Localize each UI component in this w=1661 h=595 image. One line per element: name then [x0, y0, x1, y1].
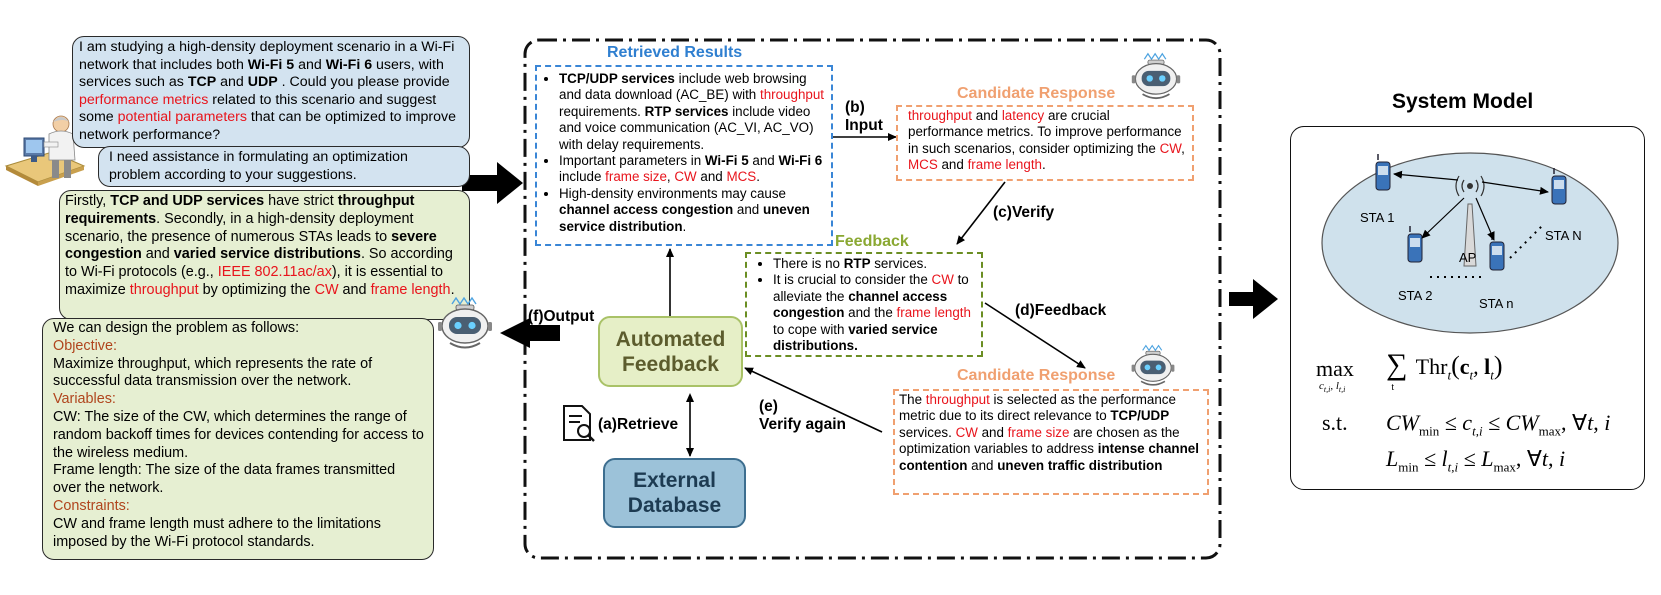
constraints-text: CW and frame length must adhere to the l…: [53, 515, 381, 550]
system-model-title: System Model: [1392, 90, 1534, 113]
user-prompt-text: I am studying a high-density deployment …: [79, 39, 456, 143]
sta1-label: STA 1: [1360, 210, 1395, 225]
math-st: s.t.: [1322, 410, 1348, 435]
external-database-line2: Database: [627, 494, 722, 517]
robot-icon: [1131, 344, 1175, 386]
retrieved-item: Important parameters in Wi-Fi 5 and Wi-F…: [559, 153, 829, 186]
feedback-arrow: [984, 302, 1086, 369]
variables-label: Variables:: [53, 391, 116, 408]
user-followup-text: I need assistance in formulating an opti…: [109, 149, 408, 183]
framework-to-system-arrow: [1229, 279, 1278, 319]
phone-sta1: [1375, 154, 1391, 191]
user-prompt-bubble: I am studying a high-density deployment …: [72, 36, 470, 148]
variable-frame-length: Frame length: The size of the data frame…: [53, 462, 396, 497]
math-constraint-l: Lmin ≤ lt,i ≤ Lmax, ∀t, i: [1386, 446, 1566, 475]
retrieved-results-title: Retrieved Results: [607, 44, 743, 61]
network-topology: [1321, 152, 1619, 334]
objective-text: Maximize throughput, which represents th…: [53, 355, 373, 390]
label-b: (b): [845, 99, 865, 116]
phone-sta2: [1407, 226, 1423, 263]
math-max: max: [1316, 356, 1354, 381]
math-objective: ∑t Thrt(ct, lt): [1386, 348, 1503, 393]
candidate-response-1-title: Candidate Response: [957, 85, 1116, 102]
retrieved-item: TCP/UDP services include web browsing an…: [559, 71, 829, 153]
robot-icon: [438, 296, 492, 349]
automated-feedback-node: Automated Feedback: [598, 316, 743, 387]
sta2-label: STA 2: [1398, 288, 1433, 303]
candidate-response-2-title: Candidate Response: [957, 367, 1116, 384]
candidate-response-2-box: The throughput is selected as the perfor…: [893, 389, 1209, 495]
math-max-sub: ct,i, lt,i: [1319, 380, 1346, 395]
stan-lower-label: STA n: [1479, 296, 1514, 311]
problem-formulation-bubble: We can design the problem as follows: Ob…: [42, 318, 434, 560]
framework-border: [523, 38, 1222, 560]
label-verify: (c)Verify: [993, 204, 1055, 221]
user-followup-bubble: I need assistance in formulating an opti…: [98, 146, 470, 187]
label-e: (e): [759, 398, 778, 415]
feedback-item: There is no RTP services.: [773, 256, 979, 272]
automated-feedback-line2: Feedback: [622, 352, 719, 376]
retrieved-item: High-density environments may cause chan…: [559, 186, 829, 235]
label-verify-again: (e) Verify again: [759, 398, 846, 434]
stan-upper-label: STA N: [1545, 228, 1582, 243]
automated-feedback-line1: Automated: [615, 327, 726, 351]
math-constraint-cw: CWmin ≤ ct,i ≤ CWmax, ∀t, i: [1386, 410, 1611, 439]
candidate-response-1-text: throughput and latency are crucial perfo…: [908, 108, 1185, 173]
llm-answer-text: Firstly, TCP and UDP services have stric…: [65, 193, 455, 298]
constraints-label: Constraints:: [53, 497, 130, 514]
phone-stan-upper: [1551, 168, 1567, 205]
problem-intro: We can design the problem as follows:: [53, 320, 300, 336]
llm-answer-bubble: Firstly, TCP and UDP services have stric…: [59, 190, 470, 320]
external-database-line1: External: [633, 469, 716, 492]
external-database-node: External Database: [603, 458, 746, 528]
candidate-response-1-box: throughput and latency are crucial perfo…: [896, 105, 1194, 181]
ap-label: AP: [1459, 250, 1477, 265]
variable-cw: CW: The size of the CW, which determines…: [53, 408, 424, 461]
feedback-box: There is no RTP services. It is crucial …: [745, 252, 983, 357]
retrieved-results-box: TCP/UDP services include web browsing an…: [535, 65, 833, 246]
label-input-step: (b) Input: [845, 99, 883, 135]
prompt-to-framework-arrow: [462, 162, 523, 204]
objective-label: Objective:: [53, 337, 117, 354]
candidate-response-2-text: The throughput is selected as the perfor…: [899, 392, 1199, 473]
document-search-icon: [563, 405, 595, 442]
verify-arrow: [956, 181, 1006, 245]
label-input: Input: [845, 117, 883, 134]
label-retrieve: (a)Retrieve: [598, 416, 679, 433]
label-verify-again-text: Verify again: [759, 416, 847, 433]
output-arrow: [500, 318, 560, 348]
feedback-title: Feedback: [835, 233, 909, 250]
verify-again-arrow: [744, 367, 883, 433]
label-feedback-step: (d)Feedback: [1015, 302, 1107, 319]
robot-icon: [1131, 52, 1181, 100]
feedback-item: It is crucial to consider the CW to alle…: [773, 272, 979, 354]
label-output: (f)Output: [528, 308, 595, 325]
user-at-computer-icon: [4, 115, 86, 186]
